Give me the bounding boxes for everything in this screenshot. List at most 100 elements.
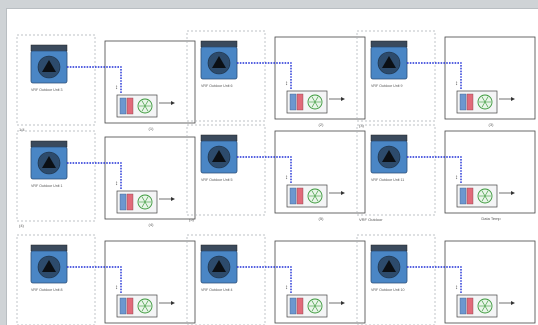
ahu-top-plate [200, 40, 238, 48]
cold-coil [459, 297, 467, 315]
unit-caption: (3) [489, 122, 495, 127]
ahu-label: VRF Outdoor Unit 4 [201, 288, 233, 292]
triangle-up-icon [42, 260, 56, 272]
fan-blade [484, 195, 489, 202]
outer-label: (3) [359, 123, 365, 128]
unit-diagram: 1/4 VRF Outdoor Unit 3 ↕ (1) VRF Outdoor Uni… [16, 30, 536, 325]
ahu-top-plate [200, 244, 238, 252]
fan-blade [484, 190, 489, 197]
refrigerant-pipe [407, 266, 462, 293]
fan-blade [481, 96, 486, 103]
hot-coil [126, 193, 134, 211]
valve-icon: ↕ [115, 285, 118, 291]
ahu-label: VRF Outdoor Unit 6 [201, 84, 233, 88]
refrigerant-pipe [237, 156, 292, 183]
arrow-head [341, 191, 345, 195]
hot-coil [466, 93, 474, 111]
fan-blade [311, 101, 316, 108]
refrigerant-pipe [67, 66, 122, 93]
unit-caption: (5) [319, 216, 325, 221]
arrow-head [341, 97, 345, 101]
fan-blade [141, 196, 146, 203]
vrf-unit-group[interactable]: VRF Outdoor Unit 6 ↕ (2) [186, 30, 366, 127]
unit-caption: Data Temp [481, 216, 501, 221]
vrf-unit-group[interactable]: (12)VRF Outdoor Unit 10↕(11) [356, 234, 536, 325]
outer-label: (4) [19, 223, 25, 228]
ahu-top-plate [370, 40, 408, 48]
diagram-canvas: 1/4 VRF Outdoor Unit 3 ↕ (1) VRF Outdoor Uni… [6, 8, 538, 325]
fan-blade [481, 190, 486, 197]
fan-blade [314, 190, 319, 197]
valve-icon: ↕ [285, 175, 288, 181]
arrow-head [511, 191, 515, 195]
cold-coil [459, 93, 467, 111]
vrf-unit-group[interactable]: (7)VRF Outdoor Unit 8↕(7) [16, 234, 196, 325]
vrf-unit-group[interactable]: (3)VRF Outdoor Unit 9↕(3) [356, 30, 536, 128]
ahu-top-plate [200, 134, 238, 142]
fan-blade [314, 195, 319, 202]
vrf-unit-group[interactable]: (5)VRF Outdoor Unit 5↕(5) [186, 124, 366, 222]
fan-blade [481, 300, 486, 307]
arrow-head [171, 101, 175, 105]
hot-coil [296, 297, 304, 315]
equipment-frame [444, 240, 536, 324]
equipment-frame [104, 240, 196, 324]
fan-blade [314, 96, 319, 103]
fan-blade [144, 105, 149, 112]
refrigerant-pipe [67, 162, 122, 189]
fan-blade [311, 300, 316, 307]
equipment-frame [104, 136, 196, 220]
vrf-unit-group[interactable]: (4)VRF Outdoor Unit 1↕(4) [16, 130, 196, 228]
fan-blade [484, 101, 489, 108]
unit-caption: (2) [319, 122, 325, 127]
fan-blade [144, 100, 149, 107]
valve-icon: ↕ [455, 175, 458, 181]
fan-blade [141, 305, 146, 312]
arrow-head [341, 301, 345, 305]
triangle-up-icon [382, 260, 396, 272]
fan-blade [314, 300, 319, 307]
vrf-unit-group[interactable]: 1/4 VRF Outdoor Unit 3 ↕ (1) [16, 34, 196, 132]
unit-caption: (1) [149, 126, 155, 131]
cold-coil [119, 193, 127, 211]
valve-icon: ↕ [285, 81, 288, 87]
fan-blade [141, 100, 146, 107]
ahu-label: VRF Outdoor Unit 10 [371, 288, 405, 292]
ahu-top-plate [370, 244, 408, 252]
fan-blade [141, 201, 146, 208]
fan-blade [314, 305, 319, 312]
hot-coil [126, 97, 134, 115]
equipment-frame [104, 40, 196, 124]
hot-coil [466, 297, 474, 315]
ahu-label: VRF Outdoor Unit 11 [371, 178, 404, 182]
ahu-top-plate [30, 140, 68, 148]
ahu-label: VRF Outdoor Unit 3 [31, 88, 63, 92]
equipment-frame [274, 36, 366, 120]
hot-coil [126, 297, 134, 315]
triangle-up-icon [382, 56, 396, 68]
valve-icon: ↕ [115, 181, 118, 187]
cold-coil [119, 97, 127, 115]
arrow-head [511, 97, 515, 101]
vrf-unit-group[interactable]: (11)VRF Outdoor Unit 4↕(10) [186, 234, 366, 325]
cold-coil [289, 93, 297, 111]
outer-label: (5) [189, 217, 195, 222]
outer-label: 1/4 [19, 127, 25, 132]
fan-blade [484, 300, 489, 307]
valve-icon: ↕ [115, 85, 118, 91]
cold-coil [459, 187, 467, 205]
refrigerant-pipe [407, 156, 462, 183]
fan-blade [481, 305, 486, 312]
ahu-top-plate [30, 44, 68, 52]
hot-coil [296, 187, 304, 205]
fan-blade [484, 305, 489, 312]
triangle-up-icon [212, 56, 226, 68]
fan-blade [144, 196, 149, 203]
fan-blade [141, 300, 146, 307]
valve-icon: ↕ [455, 285, 458, 291]
hot-coil [296, 93, 304, 111]
arrow-head [511, 301, 515, 305]
fan-blade [311, 195, 316, 202]
triangle-up-icon [42, 60, 56, 72]
